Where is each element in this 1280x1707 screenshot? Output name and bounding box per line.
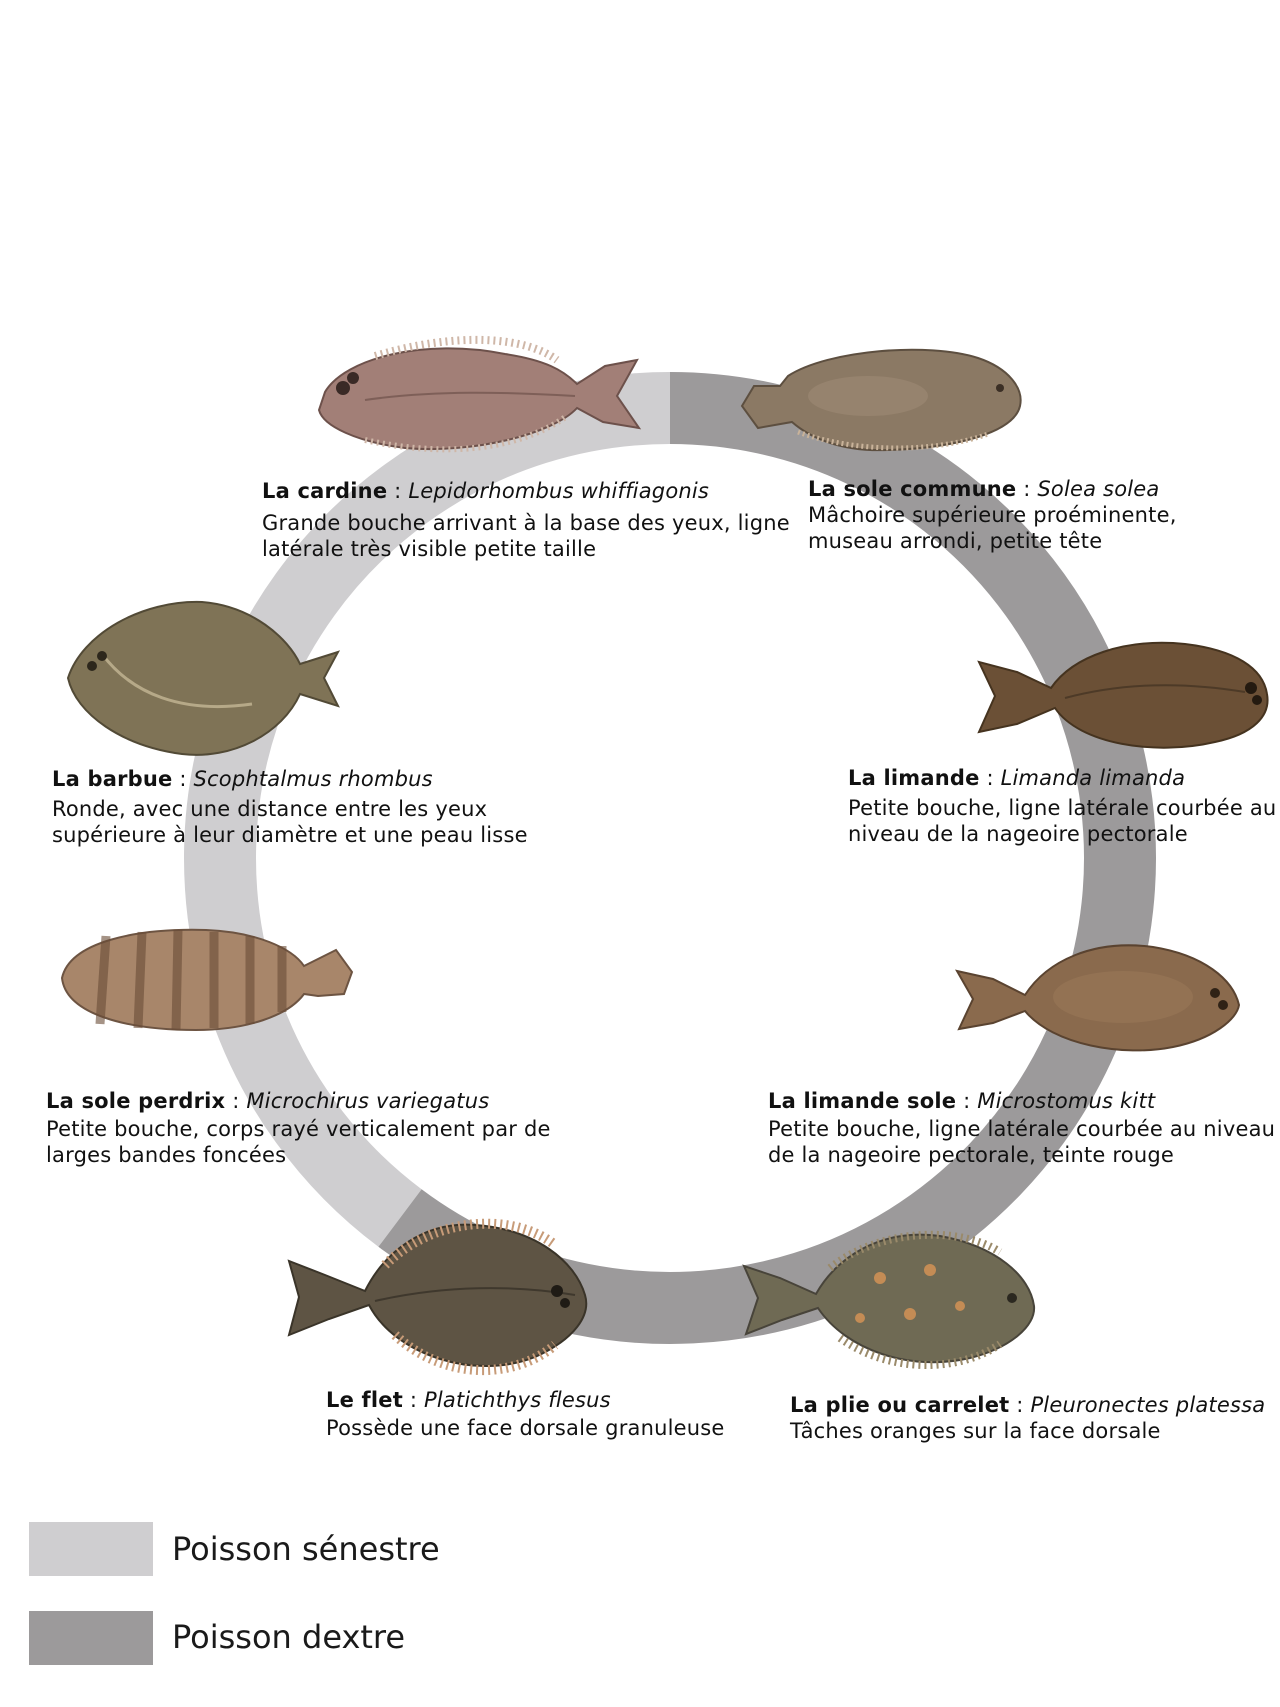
legend-label-dextre: Poisson dextre xyxy=(172,1618,406,1656)
species-name: La cardine xyxy=(262,479,388,503)
species-description: Mâchoire supérieure proéminente, museau … xyxy=(808,503,1177,553)
species-description: Petite bouche, corps rayé verticalement … xyxy=(46,1117,551,1167)
flatfish-sole-icon xyxy=(740,348,1022,452)
species-scientific: Limanda limanda xyxy=(1000,766,1186,790)
species-scientific: Platichthys flesus xyxy=(424,1388,611,1412)
species-label-sole-perdrix: La sole perdrix : Microchirus variegatus… xyxy=(46,1089,551,1167)
flatfish-cardine-icon xyxy=(317,335,642,453)
flatfish-flet-icon xyxy=(287,1218,588,1375)
species-scientific: Microchirus variegatus xyxy=(246,1089,490,1113)
flatfish-sole-perdrix-icon xyxy=(60,928,354,1032)
species-name: La sole commune xyxy=(808,477,1017,501)
species-name: La barbue xyxy=(52,767,173,791)
species-name: La limande xyxy=(848,766,980,790)
species-name: Le flet xyxy=(326,1388,403,1412)
species-label-cardine: La cardine : Lepidorhombus whiffiagonis … xyxy=(262,479,790,561)
species-label-plie: La plie ou carrelet : Pleuronectes plate… xyxy=(790,1393,1266,1443)
flatfish-limande-sole-icon xyxy=(955,944,1241,1052)
species-name: La plie ou carrelet xyxy=(790,1393,1010,1417)
species-description: Petite bouche, ligne latérale courbée au… xyxy=(768,1117,1276,1167)
species-scientific: Scophtalmus rhombus xyxy=(193,767,433,791)
species-name: La limande sole xyxy=(768,1089,957,1113)
species-name: La sole perdrix xyxy=(46,1089,226,1113)
species-description: Possède une face dorsale granuleuse xyxy=(326,1416,725,1440)
flatfish-plie-icon xyxy=(742,1230,1036,1369)
legend-label-senestre: Poisson sénestre xyxy=(172,1530,440,1568)
species-scientific: Solea solea xyxy=(1037,477,1160,501)
legend-swatch-dextre xyxy=(29,1611,153,1665)
species-label-limande-sole: La limande sole : Microstomus kitt Petit… xyxy=(768,1089,1276,1167)
species-label-flet: Le flet : Platichthys flesus Possède une… xyxy=(326,1388,725,1440)
species-scientific: Microstomus kitt xyxy=(977,1089,1156,1113)
flatfish-limande-icon xyxy=(977,641,1269,749)
species-description: Grande bouche arrivant à la base des yeu… xyxy=(262,511,790,561)
species-description: Tâches oranges sur la face dorsale xyxy=(790,1419,1161,1443)
species-label-limande: La limande : Limanda limanda Petite bouc… xyxy=(848,766,1277,846)
flatfish-barbue-icon xyxy=(66,600,341,756)
species-scientific: Pleuronectes platessa xyxy=(1030,1393,1266,1417)
legend-swatch-senestre xyxy=(29,1522,153,1576)
species-description: Petite bouche, ligne latérale courbée au… xyxy=(848,796,1277,846)
species-label-barbue: La barbue : Scophtalmus rhombus Ronde, a… xyxy=(52,767,528,847)
species-label-sole-commune: La sole commune : Solea solea Mâchoire s… xyxy=(808,477,1177,553)
species-scientific: Lepidorhombus whiffiagonis xyxy=(408,479,710,503)
species-description: Ronde, avec une distance entre les yeux … xyxy=(52,797,528,847)
